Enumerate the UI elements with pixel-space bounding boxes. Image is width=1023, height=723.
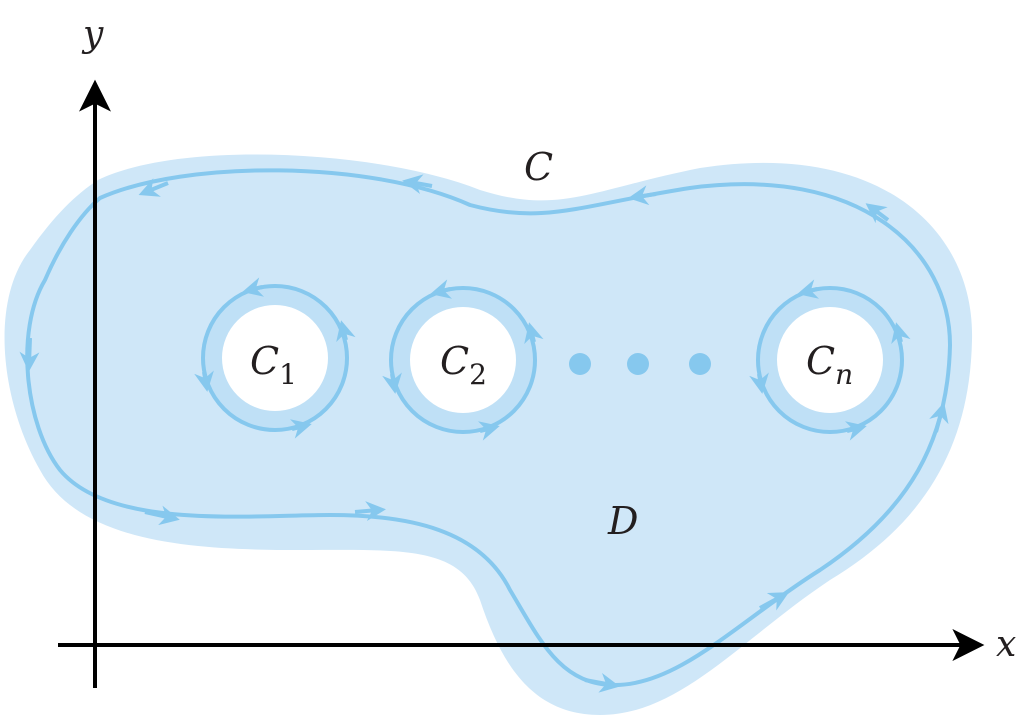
- outer-arrow-6: [144, 505, 180, 526]
- y-axis-label: y: [81, 14, 104, 55]
- ellipsis-dot-1: [569, 353, 591, 375]
- x-axis-label: x: [996, 624, 1016, 665]
- outer-arrow-5: [19, 337, 40, 372]
- hole-cn: [777, 307, 883, 413]
- hole-cn-label: Cn: [806, 339, 853, 391]
- outer-arrow-9: [759, 592, 790, 611]
- hole-cn-arrow-left: [749, 372, 769, 394]
- hole-c2-arrow-left: [382, 372, 402, 394]
- hole-c1: [222, 305, 328, 411]
- hole-c2-arrow-right: [524, 322, 544, 345]
- hole-c1-label: C1: [250, 339, 297, 391]
- outer-arrow-4: [865, 203, 890, 224]
- hole-c2-label: C2: [440, 339, 487, 391]
- outer-arrow-8: [584, 672, 620, 693]
- hole-c2-arrow-bottom: [477, 421, 500, 441]
- outer-curve-c: [25, 168, 953, 688]
- hole-c1-arrow-left: [194, 370, 214, 392]
- region-outer-band: [4, 154, 973, 716]
- hole-cn-curve: [756, 286, 904, 434]
- outer-arrow-10: [929, 402, 949, 433]
- ellipsis-dot-3: [689, 353, 711, 375]
- outer-arrow-3: [628, 185, 657, 206]
- hole-cn-arrow-top: [797, 279, 820, 299]
- outer-arrow-1: [402, 174, 433, 194]
- outer-curve-label: C: [524, 145, 553, 189]
- hole-cn-arrow-bottom: [844, 421, 867, 441]
- hole-c1-curve: [201, 284, 349, 432]
- region-label: D: [607, 499, 638, 543]
- hole-c1-arrow-bottom: [289, 419, 312, 439]
- hole-c1-arrow-top: [242, 277, 265, 297]
- ellipsis-dot-2: [627, 353, 649, 375]
- hole-cn-arrow-right: [891, 322, 911, 345]
- hole-c1-arrow-right: [336, 320, 356, 343]
- outer-arrow-7: [354, 501, 386, 522]
- outer-arrow-2: [138, 178, 169, 197]
- hole-c2-curve: [389, 286, 537, 434]
- hole-c2-arrow-top: [430, 279, 453, 299]
- hole-c2: [410, 307, 516, 413]
